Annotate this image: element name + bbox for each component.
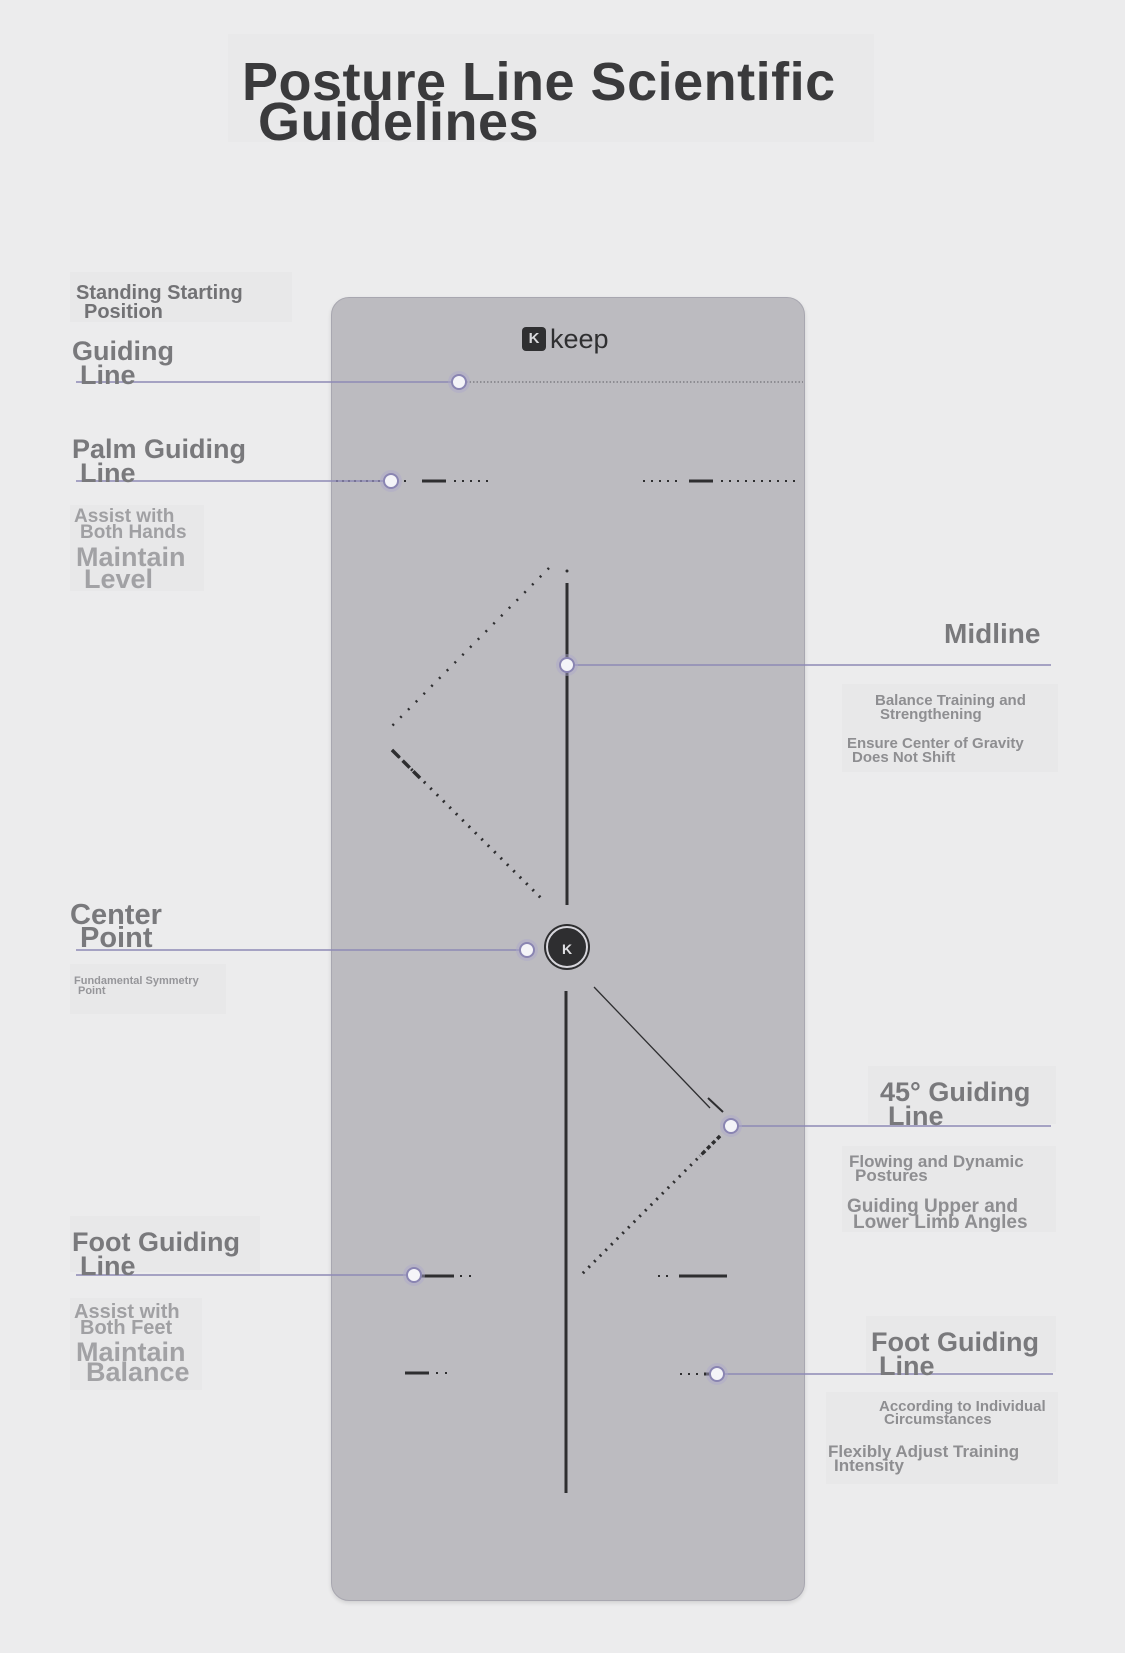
foot-right-dot — [709, 1366, 725, 1382]
brand-name: keep — [550, 324, 609, 354]
center-point-mark: K — [546, 926, 588, 968]
brand-logo: K keep — [522, 324, 609, 354]
upper-angle-line-a — [389, 567, 550, 729]
foot-left-description: Assist with Both Feet Maintain Balance — [70, 1298, 202, 1390]
palm-description: Assist with Both Hands Maintain Level — [70, 505, 204, 593]
yoga-mat — [331, 297, 805, 1601]
midline-description: Balance Training and Strengthening Ensur… — [842, 684, 1058, 772]
palm-line-dot — [383, 473, 399, 489]
midline-dot — [559, 657, 575, 673]
angle45-line-upper — [593, 986, 711, 1109]
keep-logo-icon: K — [522, 327, 546, 351]
foot-left-dot — [406, 1267, 422, 1283]
page-title: Posture Line Scientific Guidelines — [228, 34, 874, 152]
angle45-line-lower — [578, 1134, 722, 1278]
palm-guiding-line-label: Palm Guiding Line — [72, 434, 247, 488]
standing-line-dot — [451, 374, 467, 390]
leader-lines — [76, 381, 1053, 1375]
center-point-dot — [519, 942, 535, 958]
title-line-1: Posture Line Scientific — [242, 52, 836, 112]
foot-guiding-line-right-label: Foot Guiding Line — [866, 1316, 1056, 1380]
standing-guiding-line-label: Guiding Line — [72, 336, 174, 390]
center-point-label: Center Point — [70, 899, 162, 954]
center-point-description: Fundamental Symmetry Point — [70, 964, 226, 1014]
angle45-description: Flowing and Dynamic Postures Guiding Upp… — [842, 1146, 1056, 1232]
title-line-2: Guidelines — [258, 92, 540, 152]
angle45-dot — [723, 1118, 739, 1134]
midline-label: Midline — [944, 618, 1041, 649]
foot-right-description: According to Individual Circumstances Fl… — [826, 1392, 1058, 1484]
standing-subtitle: Standing Starting Position — [70, 272, 292, 322]
foot-guiding-line-left-label: Foot Guiding Line — [70, 1216, 260, 1280]
angle45-label: 45° Guiding Line — [868, 1066, 1056, 1130]
